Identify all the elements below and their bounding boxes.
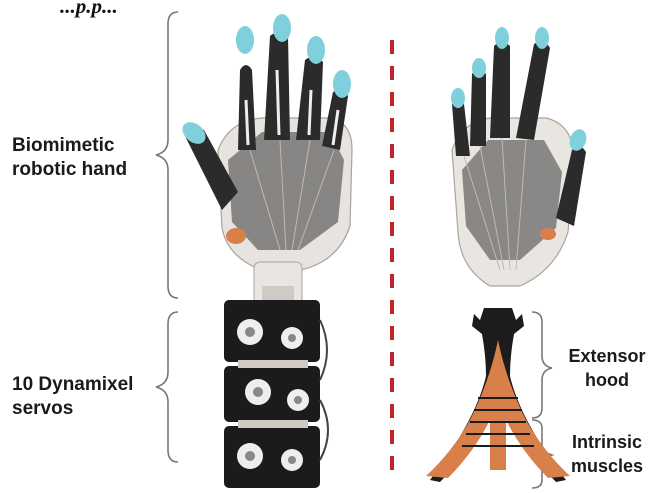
label-biomimetic-robotic-hand: Biomimetic robotic hand bbox=[12, 134, 127, 182]
robotic-hand-right bbox=[451, 27, 589, 286]
brace-servos bbox=[156, 312, 178, 462]
fingertip bbox=[451, 88, 465, 108]
fingertip bbox=[472, 58, 486, 78]
label-dynamixel-servos: 10 Dynamixel servos bbox=[12, 373, 133, 421]
fingertip bbox=[307, 36, 325, 64]
fingertip bbox=[333, 70, 351, 98]
label-intrinsic-muscles: Intrinsic muscles bbox=[557, 430, 657, 478]
robotic-hand-left bbox=[178, 14, 352, 306]
label-extensor-hood: Extensor hood bbox=[557, 344, 657, 392]
servo-stack bbox=[224, 300, 328, 488]
fingertip bbox=[273, 14, 291, 42]
brace-hand bbox=[156, 12, 178, 298]
fingertip bbox=[236, 26, 254, 54]
fingertip bbox=[495, 27, 509, 49]
brace-extensor bbox=[532, 312, 552, 418]
extensor-hood-diagram bbox=[426, 308, 570, 482]
fingertip bbox=[535, 27, 549, 49]
